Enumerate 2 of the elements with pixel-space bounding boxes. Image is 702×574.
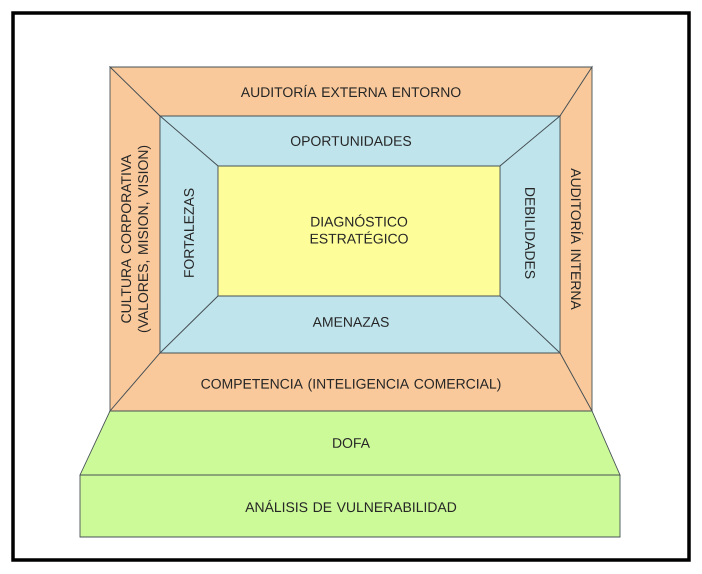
base-band: ANÁLISIS DE VULNERABILIDAD	[80, 474, 620, 538]
center-box: DIAGNÓSTICO ESTRATÉGICO	[218, 166, 500, 296]
